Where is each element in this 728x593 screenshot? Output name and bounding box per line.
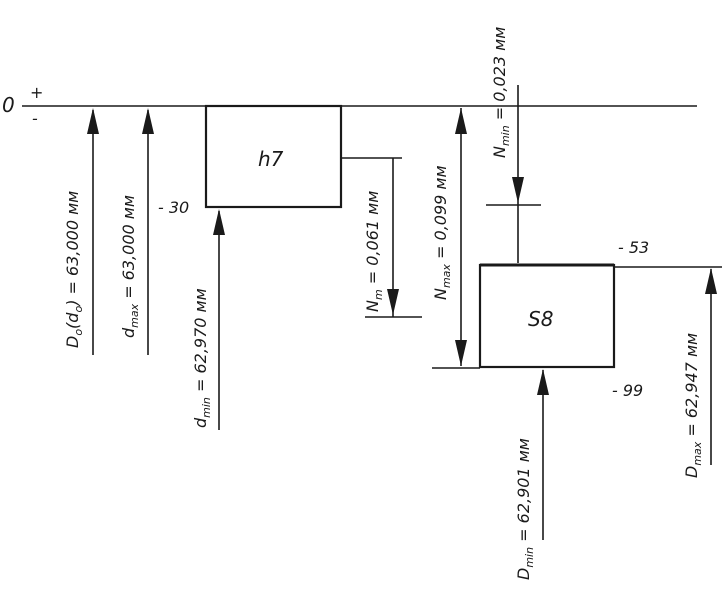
Dmax-arrowhead <box>705 268 717 294</box>
Dmin-label: Dmin = 62,901 мм <box>514 438 536 580</box>
nmin-arrowhead <box>512 177 524 203</box>
shaft-lower-deviation: - 30 <box>158 198 189 217</box>
hole-lower-deviation: - 99 <box>612 381 643 400</box>
plus-label: + <box>30 83 43 102</box>
hole-name: S8 <box>528 307 553 331</box>
Dmin-arrowhead <box>537 369 549 395</box>
hole-upper-deviation: - 53 <box>618 238 649 257</box>
dmin-arrowhead <box>213 209 225 235</box>
nm-label: Nm = 0,061 мм <box>363 191 385 312</box>
Dmax-label: Dmax = 62,947 мм <box>682 333 704 478</box>
dmax-arrowhead <box>142 108 154 134</box>
shaft-name: h7 <box>258 147 284 171</box>
zero-label: 0 <box>2 93 15 117</box>
shaft-tolerance-box <box>204 104 343 209</box>
nm-arrowhead <box>387 289 399 315</box>
minus-label: - <box>32 109 38 128</box>
nmax-arrowhead-bottom <box>455 340 467 366</box>
dmax-label: dmax = 63,000 мм <box>119 195 141 338</box>
dmin-label: dmin = 62,970 мм <box>191 288 213 428</box>
nmax-arrowhead-top <box>455 108 467 134</box>
nominal-arrowhead <box>87 108 99 134</box>
hole-tolerance-box <box>478 263 616 369</box>
nmax-label: Nmax = 0,099 мм <box>431 165 453 300</box>
nmin-label: Nmin = 0,023 мм <box>490 27 512 158</box>
nominal-size-label: Do(do) = 63,000 мм <box>63 191 85 348</box>
